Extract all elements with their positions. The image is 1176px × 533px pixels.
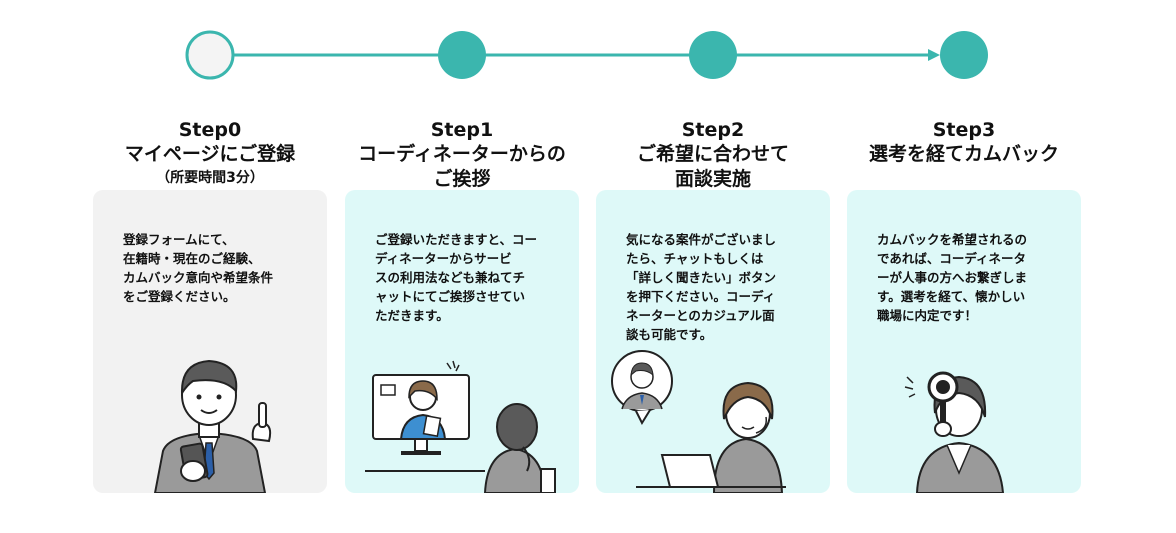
timeline-arrow-icon [928, 49, 940, 61]
step3-node [940, 31, 988, 79]
step-description: ご登録いただきますと、コー ディネーターからサービ スの利用法なども兼ねてチ ャ… [375, 232, 538, 323]
man-with-phone-illustration [153, 359, 272, 493]
step-subtitle: （所要時間3分） [156, 170, 264, 186]
step-title-line2: ご挨拶 [433, 168, 491, 190]
step-label: Step3 [932, 119, 996, 141]
step2-heading: Step2 ご希望に合わせて 面談実施 [596, 118, 830, 192]
step-description: 気になる案件がございまし たら、チャットもしくは 「詳しく聞きたい」ボタン を押… [626, 232, 777, 342]
step-label: Step1 [430, 119, 494, 141]
step-description: 登録フォームにて、 在籍時・現在のご経験、 カムバック意向や希望条件 をご登録く… [123, 232, 274, 304]
step1-card: ご登録いただきますと、コー ディネーターからサービ スの利用法なども兼ねてチ ャ… [345, 190, 579, 493]
step-title: マイページにご登録 [124, 143, 296, 165]
step3-card: カムバックを希望されるの であれば、コーディネータ ーが人事の方へお繋ぎしま す… [847, 190, 1081, 493]
step3-heading: Step3 選考を経てカムバック [847, 118, 1081, 167]
interview-illustration [611, 350, 786, 493]
step0-node [185, 30, 235, 80]
step2-node [689, 31, 737, 79]
step0-card: 登録フォームにて、 在籍時・現在のご経験、 カムバック意向や希望条件 をご登録く… [93, 190, 327, 493]
step-title: コーディネーターからの [358, 143, 566, 165]
step-title-line2: 面談実施 [674, 168, 751, 190]
step-label: Step0 [178, 119, 242, 141]
step1-node [438, 31, 486, 79]
step-title: 選考を経てカムバック [868, 143, 1059, 165]
step0-heading: Step0 マイページにご登録 （所要時間3分） [93, 118, 327, 189]
video-call-illustration [365, 360, 556, 493]
step-description: カムバックを希望されるの であれば、コーディネータ ーが人事の方へお繋ぎしま す… [877, 232, 1028, 323]
step-timeline [185, 30, 988, 80]
step-title: ご希望に合わせて [636, 143, 789, 165]
step1-heading: Step1 コーディネーターからの ご挨拶 [345, 118, 579, 192]
step2-card: 気になる案件がございまし たら、チャットもしくは 「詳しく聞きたい」ボタン を押… [596, 190, 830, 493]
step-label: Step2 [681, 119, 745, 141]
woman-with-magnifier-illustration [904, 371, 1005, 493]
